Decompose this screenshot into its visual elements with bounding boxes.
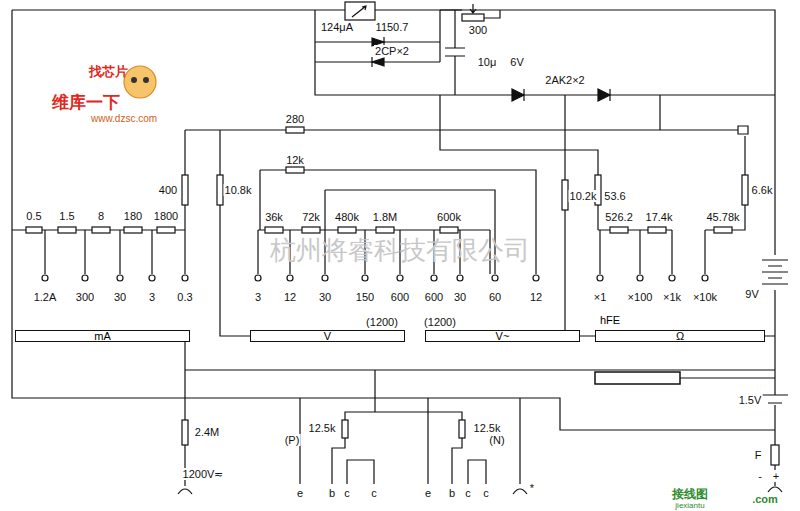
component-label: 10μ [477,56,498,68]
component-label: 60 [488,291,502,303]
component-label: 1800 [153,210,179,222]
component-label: c [370,487,378,499]
component-label: 400 [158,184,178,196]
component-label: e [296,487,304,499]
component-label: 2CP×2 [374,45,410,57]
component-label: 17.4k [645,211,674,223]
watermark-text: www.dzsc.com [90,113,158,125]
component-label: 600 [390,291,410,303]
component-label: 280 [285,113,305,125]
component-label: 3 [148,291,156,303]
component-label: 1.2A [33,291,58,303]
component-label: 300 [75,291,95,303]
switch-bar: mA [15,330,190,342]
component-label: 600 [424,291,444,303]
bar-label: Ω [676,330,684,342]
component-label: 12 [283,291,297,303]
component-label: 300 [468,24,488,36]
component-label: 10.2k [569,190,598,202]
component-label: 180 [123,210,143,222]
component-label: 0.5 [25,210,42,222]
bar-label: mA [94,330,111,342]
component-label: b [448,487,456,499]
switch-bar: V~ [425,330,580,342]
component-label: 9V [744,288,759,300]
component-label: 30 [453,291,467,303]
bar-label: V [324,330,331,342]
component-label: 2AK2×2 [544,74,585,86]
component-label: ×100 [627,291,654,303]
component-label: 30 [318,291,332,303]
component-label: e [424,487,432,499]
bar-label: hFE [600,315,620,325]
component-label: 3 [254,291,262,303]
component-label: 6V [509,56,524,68]
component-label: 1200V≂ [182,468,225,480]
component-label: c [343,487,351,499]
component-label: (1200) [365,316,399,328]
component-label: F [754,449,763,461]
component-label: 124μA [320,21,354,33]
component-label: * [529,482,535,494]
watermark-text: jiexiantu [674,501,705,510]
component-label: 12k [285,154,305,166]
watermark-text: .com [751,493,779,505]
component-label: (1200) [423,316,457,328]
component-label: 526.2 [604,211,634,223]
watermark-text: 接线图 [671,488,709,500]
component-label: (N) [488,434,505,446]
switch-bar: hFEΩ [595,330,765,342]
component-label: 1.5 [58,210,75,222]
component-label: 12.5k [473,422,502,434]
component-label: 1.8M [372,211,398,223]
component-label: 600k [436,211,462,223]
component-label: ×1k [662,291,682,303]
component-label: 8 [97,210,105,222]
component-label: 6.6k [751,184,774,196]
component-label: c [482,487,490,499]
switch-bar: V [250,330,405,342]
component-label: 53.6 [603,190,626,202]
watermark-text: 维库一下 [51,93,121,112]
component-label: 150 [355,291,375,303]
component-label: 1150.7 [375,21,410,33]
component-label: 480k [334,211,360,223]
component-label: c [464,487,472,499]
component-label: 1.5V [738,394,763,406]
watermark-text: 杭州将睿科技有限公司 [269,236,531,264]
component-label: 36k [264,211,284,223]
component-label: ×1 [593,291,608,303]
component-label: (P) [284,434,301,446]
component-label: 0.3 [176,291,193,303]
component-label: 12 [529,291,543,303]
component-label: 72k [301,211,321,223]
component-label: ×10k [692,291,718,303]
component-label: b [328,487,336,499]
component-label: 10.8k [224,184,253,196]
watermark-text: 找芯片 [88,66,129,78]
component-label: - [757,470,763,482]
component-label: 2.4M [194,426,220,438]
component-label: 12.5k [308,422,337,434]
bar-label: V~ [496,330,510,342]
component-label: 30 [113,291,127,303]
component-label: 45.78k [705,211,740,223]
component-label: + [772,470,780,482]
